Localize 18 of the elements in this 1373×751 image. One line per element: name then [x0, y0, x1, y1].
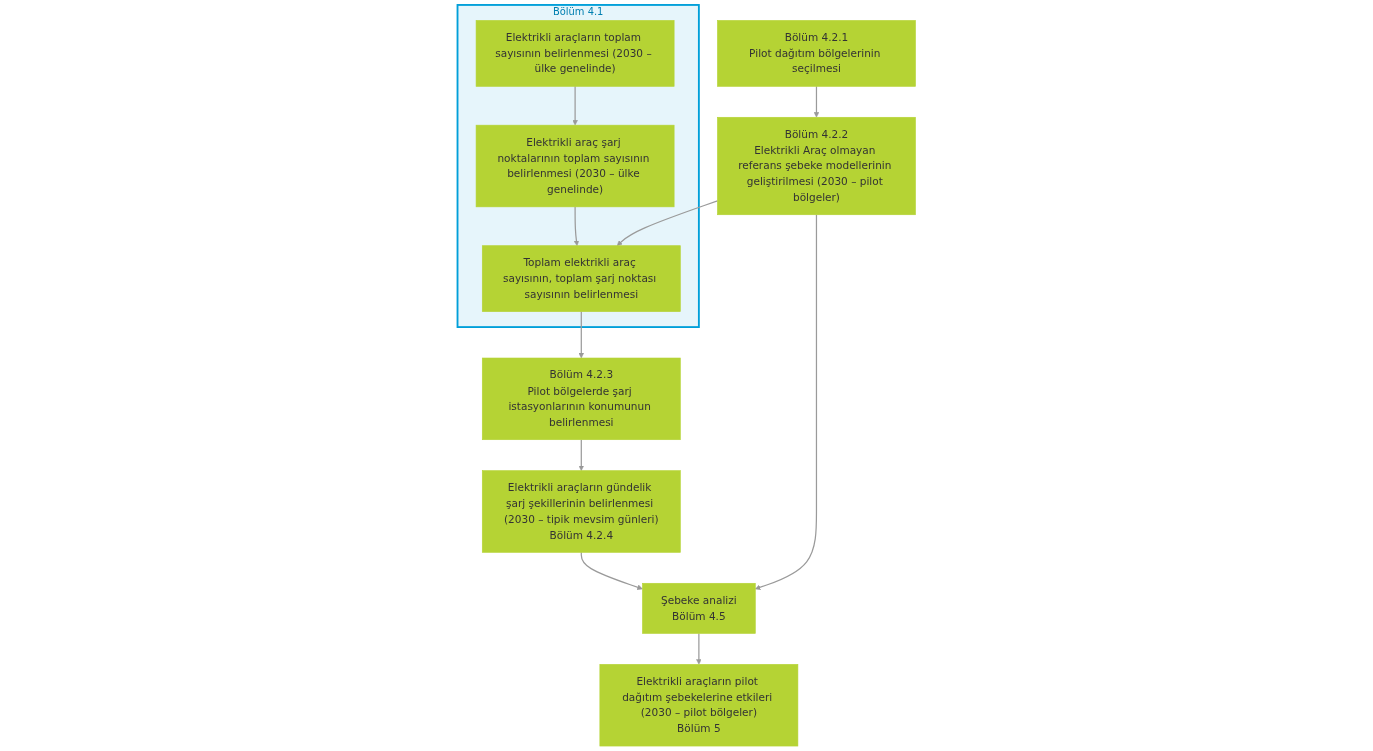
- node-box: Bölüm 4.2.2 Elektrikli Araç olmayan referans şebeke modellerinin geliştirilmesi (2030 – pilot bölgeler): [717, 116, 916, 216]
- arrow: [573, 206, 580, 246]
- node-box: Elektrikli araç şarj noktalarının toplam sayısının belirlenmesi (2030 – ülke genelinde): [475, 124, 675, 208]
- arrow: [755, 214, 818, 590]
- arrow: [578, 439, 584, 471]
- arrow: [696, 632, 702, 665]
- node-box: Şebeke analizi Bölüm 4.5: [642, 583, 756, 634]
- node-box: Bölüm 4.2.3 Pilot bölgelerde şarj istasyonlarının konumunun belirlenmesi: [481, 357, 681, 440]
- node-box: Toplam elektrikli araç sayısının, toplam şarj noktası sayısının belirlenmesi: [481, 245, 681, 312]
- node-box: Elektrikli araçların pilot dağıtım şebekelerine etkileri (2030 – pilot bölgeler) Bölüm 5: [599, 664, 799, 747]
- arrow: [572, 85, 578, 126]
- node-box: Elektrikli araçların gündelik şarj şekillerinin belirlenmesi (2030 – tipik mevsim günleri) Bölüm 4.2.4: [481, 470, 681, 553]
- arrow: [578, 311, 584, 359]
- node-box: Bölüm 4.2.1 Pilot dağıtım bölgelerinin seçilmesi: [717, 20, 916, 87]
- arrow: [616, 200, 719, 246]
- arrow: [580, 551, 643, 590]
- arrow: [813, 85, 820, 118]
- node-box: Elektrikli araçların toplam sayısının belirlenmesi (2030 – ülke genelinde): [475, 20, 675, 87]
